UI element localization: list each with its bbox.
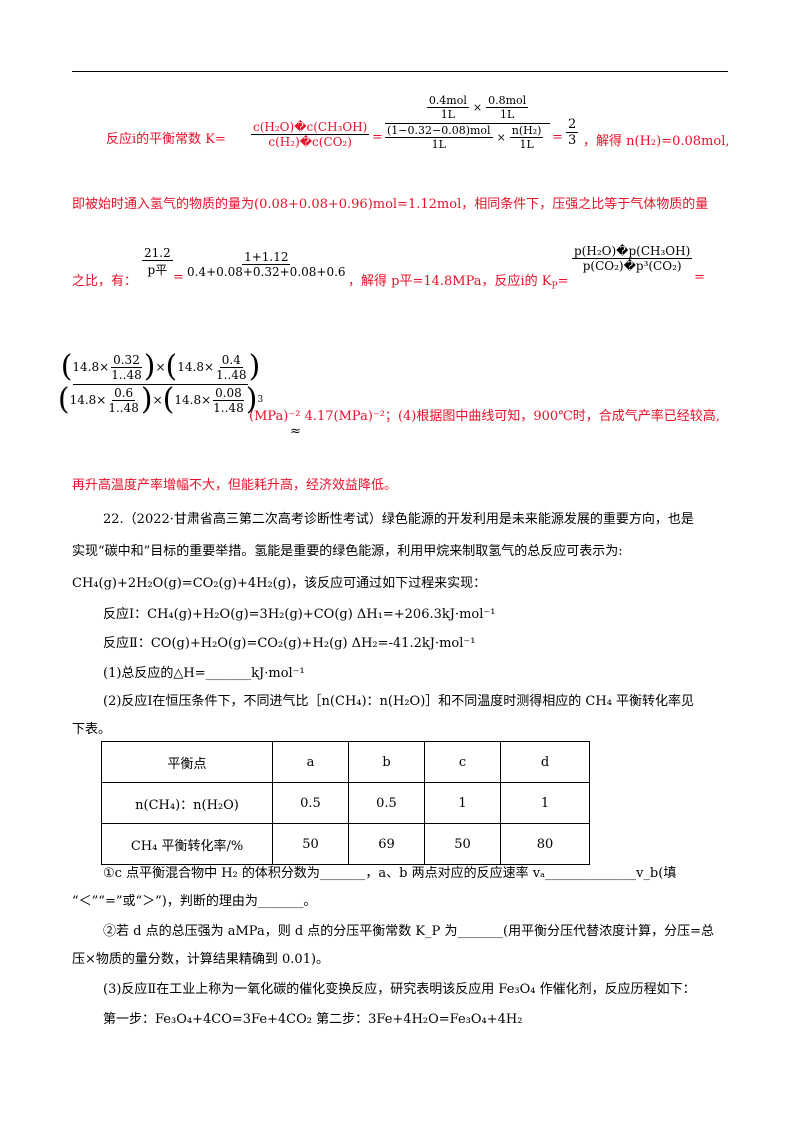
q22-intro-1: 22.（2022·甘肃省高三第二次高考诊断性考试）绿色能源的开发利用是未来能源发… — [103, 512, 694, 527]
table-header-cell: d — [500, 741, 590, 783]
f1-den-c: 1L — [431, 138, 446, 151]
table-row: n(CH₄)：n(H₂O) 0.5 0.5 1 1 — [101, 782, 590, 824]
table-header-cell: 平衡点 — [101, 741, 273, 783]
k-prefix: 反应ⅰ的平衡常数 K= — [106, 132, 226, 147]
table-cell: CH₄ 平衡转化率/% — [101, 823, 273, 865]
k-result: ，解得 n(H₂)=0.08mol, — [583, 134, 730, 149]
b2-d: 1..48 — [216, 367, 247, 382]
q22-overall-reaction: CH₄(g)+2H₂O(g)=CO₂(g)+4H₂(g)，该反应可通过如下过程来… — [72, 576, 487, 591]
b2-n: 0.4 — [219, 352, 243, 368]
table-cell: 0.5 — [348, 782, 425, 824]
k-expression: c(H₂O)�c(CH₃OH) c(H₂)�c(CO₂) — [251, 120, 370, 149]
q22-sub-1: (1)总反应的△H=_______kJ·mol⁻¹ — [103, 666, 305, 681]
table-cell: 1 — [500, 782, 590, 824]
kp-den: p(CO₂)�p³(CO₂) — [582, 259, 682, 273]
table-cell: n(CH₄)：n(H₂O) — [101, 782, 273, 824]
b1-d: 1..48 — [111, 367, 142, 382]
k-equals: = — [372, 130, 383, 145]
f2-num: 21.2 — [142, 246, 173, 261]
q22-sub-2b: 下表。 — [72, 722, 112, 737]
den-three: 3 — [568, 133, 577, 148]
line3-mid: ，解得 p平=14.8MPa，反应ⅰ的 KP= — [348, 270, 569, 292]
table-header-cell: c — [424, 741, 501, 783]
b3-d: 1..48 — [108, 400, 139, 415]
f2-den: p平 — [147, 263, 168, 277]
b-times-2: × — [152, 393, 163, 407]
equilibrium-table: 平衡点 a b c d n(CH₄)：n(H₂O) 0.5 0.5 1 1 CH… — [101, 741, 590, 865]
b3-n: 0.6 — [112, 385, 136, 401]
q22-reaction-2: 反应Ⅱ：CO(g)+H₂O(g)=CO₂(g)+H₂(g) ΔH₂=-41.2k… — [103, 636, 476, 651]
f3-den: 0.4+0.08+0.32+0.08+0.6 — [187, 265, 346, 279]
solution-line-5: 再升高温度产率增幅不大，但能耗升高，经济效益降低。 — [72, 478, 398, 493]
line3-end: = — [694, 270, 705, 285]
f1-num-b: 0.8mol — [486, 94, 529, 108]
header-rule — [72, 71, 728, 72]
line3-mid-text: ，解得 p平=14.8MPa，反应ⅰ的 K — [348, 274, 552, 289]
q22-sub-3b: 第一步：Fe₃O₄+4CO=3Fe+4CO₂ 第二步：3Fe+4H₂O=Fe₃O… — [103, 1012, 523, 1027]
f1-num-c: (1−0.32−0.08)mol — [385, 124, 493, 138]
table-cell: 69 — [348, 823, 425, 865]
times-sign: × — [472, 101, 483, 114]
b1-v: 14.8× — [72, 360, 110, 374]
q22-reaction-1: 反应Ⅰ：CH₄(g)+H₂O(g)=3H₂(g)+CO(g) ΔH₁=+206.… — [103, 607, 496, 622]
table-cell: 80 — [500, 823, 590, 865]
q22-part-c1: ①c 点平衡混合物中 H₂ 的体积分数为_______，a、b 两点对应的反应速… — [103, 866, 677, 881]
kp-sub: P — [551, 281, 558, 292]
q22-part-c4: 压×物质的量分数，计算结果精确到 0.01)。 — [72, 952, 330, 967]
b3-v: 14.8× — [69, 393, 107, 407]
line3-prefix: 之比，有： — [72, 274, 138, 289]
b4-n: 0.08 — [213, 385, 244, 401]
line3-eq: = — [557, 274, 569, 289]
k-expr-denominator: c(H₂)�c(CO₂) — [268, 135, 352, 149]
b4-v: 14.8× — [174, 393, 212, 407]
q22-intro-2: 实现“碳中和”目标的重要举措。氢能是重要的绿色能源，利用甲烷来制取氢气的总反应可… — [72, 544, 623, 559]
table-header-cell: a — [272, 741, 349, 783]
f1-den-a: 1L — [440, 108, 455, 121]
approx-sign: ≈ — [290, 424, 301, 439]
table-cell: 1 — [424, 782, 501, 824]
table-header-row: 平衡点 a b c d — [101, 741, 590, 783]
k-equals-2: = — [552, 130, 563, 145]
b1-n: 0.32 — [111, 352, 142, 368]
f1-num-d: n(H₂) — [509, 124, 544, 138]
table-header-cell: b — [348, 741, 425, 783]
k-expr-numerator: c(H₂O)�c(CH₃OH) — [251, 120, 370, 135]
table-row: CH₄ 平衡转化率/% 50 69 50 80 — [101, 823, 590, 865]
f3-num: 1+1.12 — [242, 250, 291, 265]
table-cell: 50 — [424, 823, 501, 865]
q22-sub-3a: (3)反应Ⅱ在工业上称为一氧化碳的催化变换反应，研究表明该反应用 Fe₃O₄ 作… — [103, 982, 696, 997]
solution-line-2: 即被始时通入氢气的物质的量为(0.08+0.08+0.96)mol=1.12mo… — [72, 197, 709, 212]
f1-num-a: 0.4mol — [426, 94, 469, 108]
f2-fraction: 21.2 p平 — [142, 246, 173, 278]
f2-equals: = — [173, 270, 184, 285]
times-sign-2: × — [496, 131, 506, 144]
num-two: 2 — [566, 117, 579, 133]
solution-line-4-tail: (MPa)⁻² 4.17(MPa)⁻²；(4)根据图中曲线可知，900℃时，合成… — [249, 409, 720, 424]
q22-part-c2: “＜”“=”或“＞”)，判断的理由为_______。 — [72, 894, 317, 909]
f1-den-d: 1L — [519, 138, 534, 151]
kp-num: p(H₂O)�p(CH₃OH) — [572, 244, 693, 259]
q22-part-c3: ②若 d 点的总压强为 aMPa，则 d 点的分压平衡常数 K_P 为_____… — [103, 924, 714, 939]
b2-v: 14.8× — [177, 360, 215, 374]
b4-d: 1..48 — [213, 400, 244, 415]
table-cell: 50 — [272, 823, 349, 865]
q22-sub-2a: (2)反应Ⅰ在恒压条件下，不同进气比［n(CH₄)：n(H₂O)］和不同温度时测… — [103, 694, 695, 709]
b-times-1: × — [155, 360, 166, 374]
f1-den-b: 1L — [499, 108, 515, 121]
table-cell: 0.5 — [272, 782, 349, 824]
kp-fraction: p(H₂O)�p(CH₃OH)p(CO₂)�p³(CO₂) — [572, 244, 693, 273]
